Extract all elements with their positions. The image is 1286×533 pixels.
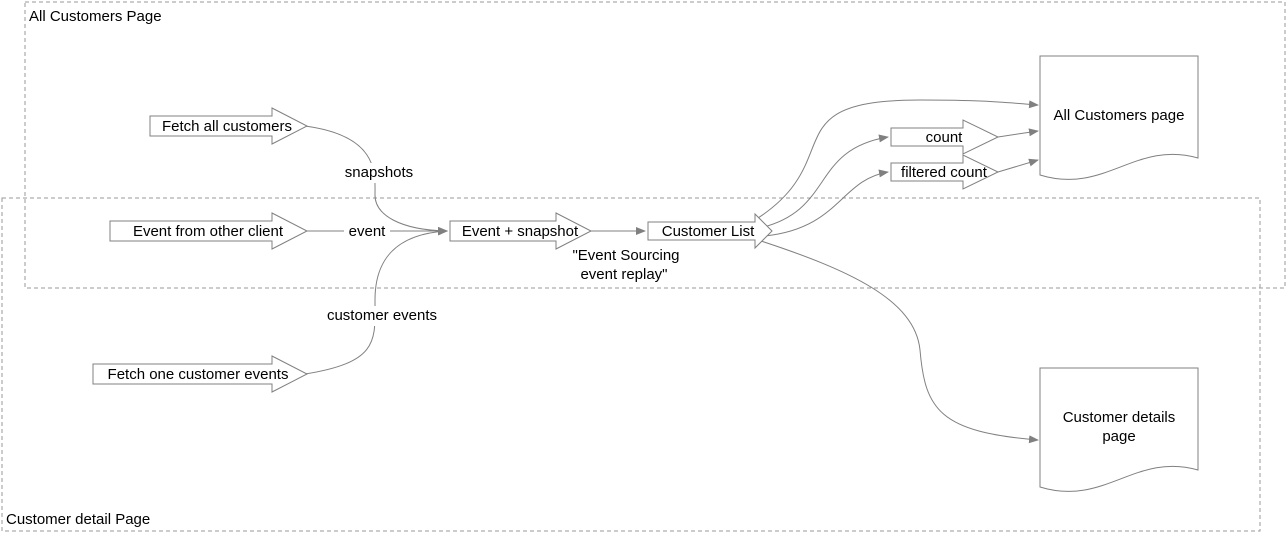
event-edge-label: event bbox=[349, 223, 387, 240]
fetch-all-customers-node bbox=[149, 107, 309, 145]
fetch-one-customer-events-label: Fetch one customer events bbox=[108, 366, 289, 383]
fetch-all-customers-label: Fetch all customers bbox=[162, 118, 292, 135]
edge-count-to-all-customers-page bbox=[997, 128, 1039, 138]
count-node bbox=[890, 119, 1000, 155]
all-customers-page-group bbox=[24, 1, 1286, 289]
edge-fetch-one-to-event-snapshot bbox=[304, 227, 448, 375]
edge-customer-list-to-count bbox=[759, 134, 889, 229]
filtered-count-label: filtered count bbox=[901, 164, 988, 181]
all-customers-page-label: All Customers page bbox=[1054, 107, 1185, 124]
edge-fetch-all-to-event-snapshot bbox=[304, 125, 448, 235]
customer-events-edge-label: customer events bbox=[327, 307, 437, 324]
filtered-count-node bbox=[890, 154, 1000, 190]
event-replay-label-line1: "Event Sourcing bbox=[572, 247, 679, 264]
edge-customer-list-to-filtered-count bbox=[764, 169, 889, 237]
customer-events-label-bg bbox=[320, 306, 444, 326]
customer-details-page-document bbox=[1039, 367, 1199, 492]
edge-filtered-count-to-all-customers-page bbox=[997, 158, 1039, 173]
all-customers-group-label: All Customers Page bbox=[29, 8, 162, 25]
snapshots-label-bg bbox=[340, 163, 418, 183]
event-replay-label-line2: event replay" bbox=[580, 266, 667, 283]
all-customers-page-document bbox=[1039, 55, 1199, 180]
customer-detail-page-group bbox=[1, 197, 1261, 532]
customer-detail-group-label: Customer detail Page bbox=[6, 511, 150, 528]
event-from-other-client-node bbox=[109, 212, 309, 250]
event-snapshot-node bbox=[449, 212, 593, 250]
event-label-bg bbox=[344, 222, 390, 240]
edge-customer-list-to-all-customers-page bbox=[754, 99, 1039, 221]
event-from-other-client-label: Event from other client bbox=[133, 223, 284, 240]
snapshots-edge-label: snapshots bbox=[345, 164, 413, 181]
customer-details-page-label-line1: Customer details bbox=[1063, 409, 1176, 426]
event-snapshot-label: Event + snapshot bbox=[462, 223, 579, 240]
fetch-one-customer-events-node bbox=[92, 355, 309, 393]
edge-customer-list-to-customer-details-page bbox=[757, 239, 1039, 444]
count-label: count bbox=[926, 129, 964, 146]
customer-list-label: Customer List bbox=[662, 223, 755, 240]
customer-list-node bbox=[647, 212, 773, 250]
customer-details-page-label-line2: page bbox=[1102, 428, 1135, 445]
